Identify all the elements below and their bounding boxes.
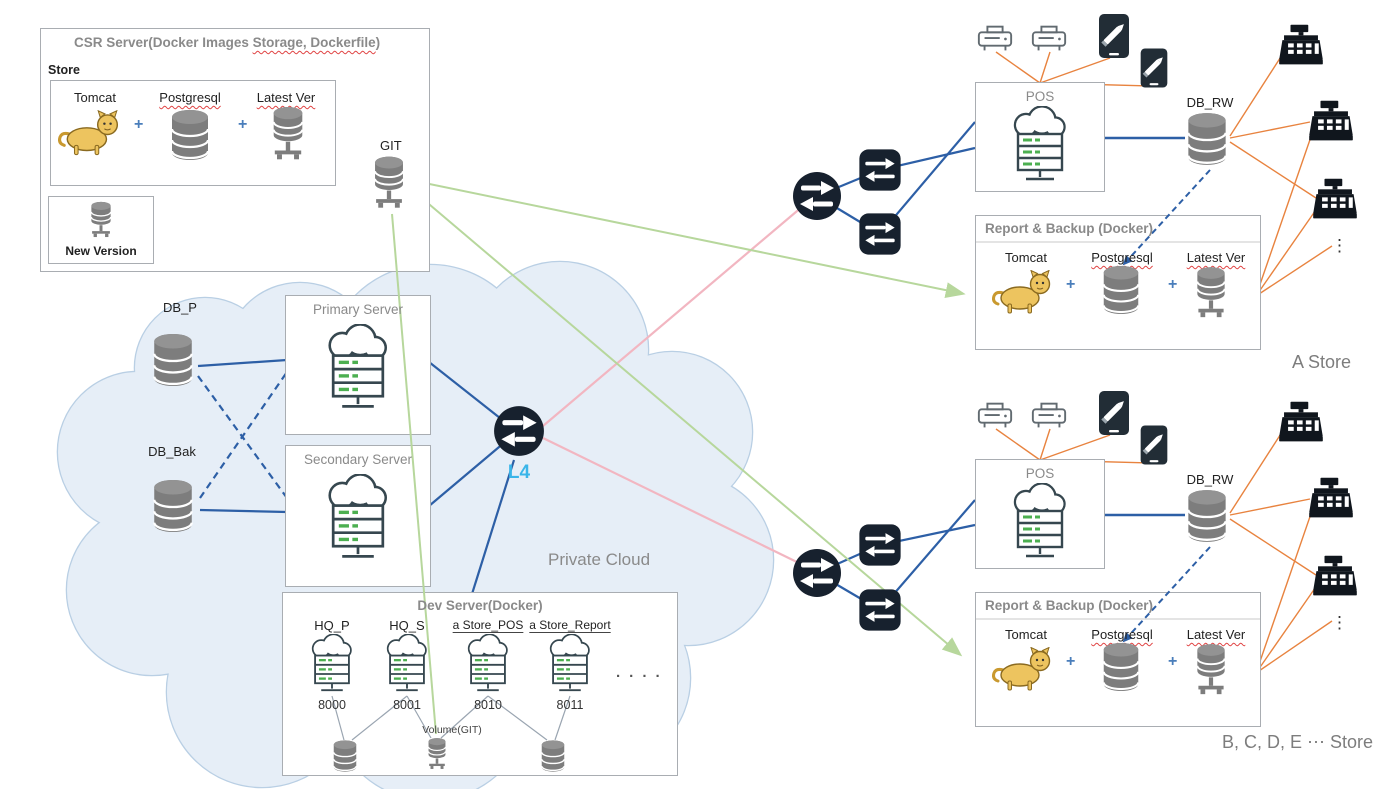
plus-sign: + <box>1168 653 1178 670</box>
router-icon-top <box>791 170 843 222</box>
pos-server-icon-store-b <box>1008 483 1072 561</box>
volume-git-icon <box>424 736 450 772</box>
database-stand-icon <box>266 104 310 164</box>
secondary-server-label: Secondary Server <box>303 452 413 467</box>
dev-server-icon-hq-p <box>302 634 362 694</box>
dev-server-title: Dev Server(Docker) <box>417 598 543 613</box>
dev-node-label-hq-s: HQ_S <box>389 618 425 633</box>
store-a-name: A Store <box>1292 352 1352 372</box>
switch-icon-bottom-1 <box>858 523 902 567</box>
dev-port-8001: 8001 <box>393 698 421 712</box>
store-b-name: B, C, D, E ⋯ Store <box>1222 732 1374 752</box>
db-p-label: DB_P <box>163 300 197 315</box>
l4-label: L4 <box>507 462 531 483</box>
receipt-printer-icon <box>1030 401 1068 431</box>
pos-server-icon-store-a <box>1008 106 1072 184</box>
database-icon <box>166 106 214 164</box>
db-p-icon <box>148 330 198 390</box>
dev-more-dots: · · · · <box>616 668 663 685</box>
volume-db-icon <box>538 738 568 774</box>
report-backup-title-store-b: Report & Backup (Docker) <box>985 598 1154 613</box>
store-label: Store <box>48 63 80 77</box>
new-version-db-icon <box>86 200 116 240</box>
pos-label-store-a: POS <box>1025 89 1055 104</box>
plus-sign: + <box>238 116 248 133</box>
latest-ver-label: Latest Ver <box>256 90 316 105</box>
csr-title: CSR Server(Docker Images Storage, Docker… <box>74 35 380 50</box>
database-stand-icon <box>1190 264 1232 322</box>
dev-server-icon-hq-s <box>377 634 437 694</box>
router-icon-bottom <box>791 547 843 599</box>
plus-sign: + <box>1168 276 1178 293</box>
tomcat-icon <box>58 110 124 158</box>
volume-db-icon <box>330 738 360 774</box>
csr-title-marked: Storage, Dockerfile <box>252 35 376 50</box>
report-backup-title-store-a: Report & Backup (Docker) <box>985 221 1154 236</box>
primary-server-label: Primary Server <box>312 302 403 317</box>
cash-register-icon <box>1308 100 1354 142</box>
new-version-label: New Version <box>65 244 137 258</box>
tomcat-label: Tomcat <box>1005 250 1047 265</box>
dev-server-icon-store-report <box>540 634 600 694</box>
receipt-printer-icon <box>1030 24 1068 54</box>
tablet-pencil-icon <box>1138 46 1170 90</box>
db-bak-icon <box>148 476 198 536</box>
tomcat-icon <box>992 647 1056 693</box>
dev-node-label-store-report: a Store_Report <box>529 618 611 632</box>
tablet-pencil-icon <box>1138 423 1170 467</box>
receipt-printer-icon <box>976 24 1014 54</box>
db-rw-label-store-b: DB_RW <box>1186 472 1234 487</box>
cash-register-icon <box>1312 555 1358 597</box>
plus-sign: + <box>1066 276 1076 293</box>
l4-router-icon <box>492 404 546 458</box>
cash-register-icon <box>1278 401 1324 443</box>
tablet-pencil-icon <box>1096 389 1132 437</box>
database-icon <box>1098 262 1144 318</box>
tablet-pencil-icon <box>1096 12 1132 60</box>
latest-ver-label: Latest Ver <box>1186 250 1246 265</box>
db-bak-label: DB_Bak <box>148 444 196 459</box>
tomcat-icon <box>992 270 1056 316</box>
db-rw-icon-store-a <box>1182 110 1232 168</box>
private-cloud-label: Private Cloud <box>548 550 651 569</box>
pink-l4-links <box>542 205 804 566</box>
database-stand-icon <box>1190 641 1232 699</box>
tomcat-label: Tomcat <box>74 90 116 105</box>
postgresql-label: Postgresql <box>159 90 221 105</box>
dev-node-label-hq-p: HQ_P <box>314 618 350 633</box>
plus-sign: + <box>1066 653 1076 670</box>
git-db-icon <box>366 154 412 212</box>
csr-title-suffix: ) <box>375 35 381 50</box>
db-rw-label-store-a: DB_RW <box>1186 95 1234 110</box>
git-label: GIT <box>380 138 402 153</box>
dev-server-icon-store-pos <box>458 634 518 694</box>
pos-label-store-b: POS <box>1025 466 1055 481</box>
plus-sign: + <box>134 116 144 133</box>
switch-icon-top-2 <box>858 212 902 256</box>
tomcat-label: Tomcat <box>1005 627 1047 642</box>
switch-icon-top-1 <box>858 148 902 192</box>
db-rw-icon-store-b <box>1182 487 1232 545</box>
dev-port-8000: 8000 <box>318 698 346 712</box>
cash-register-icon <box>1312 178 1358 220</box>
primary-server-icon <box>321 324 395 412</box>
dev-port-8011: 8011 <box>556 698 584 712</box>
more-registers-dots: ⋮ <box>1331 236 1348 255</box>
more-registers-dots: ⋮ <box>1331 613 1348 632</box>
switch-icon-bottom-2 <box>858 588 902 632</box>
receipt-printer-icon <box>976 401 1014 431</box>
database-icon <box>1098 639 1144 695</box>
cash-register-icon <box>1308 477 1354 519</box>
dev-port-8010: 8010 <box>474 698 502 712</box>
dev-node-label-store-pos: a Store_POS <box>452 618 524 632</box>
latest-ver-label: Latest Ver <box>1186 627 1246 642</box>
cash-register-icon <box>1278 24 1324 66</box>
volume-git-label: Volume(GIT) <box>422 724 482 736</box>
csr-title-prefix: CSR Server(Docker Images <box>74 35 253 50</box>
secondary-server-icon <box>321 474 395 562</box>
